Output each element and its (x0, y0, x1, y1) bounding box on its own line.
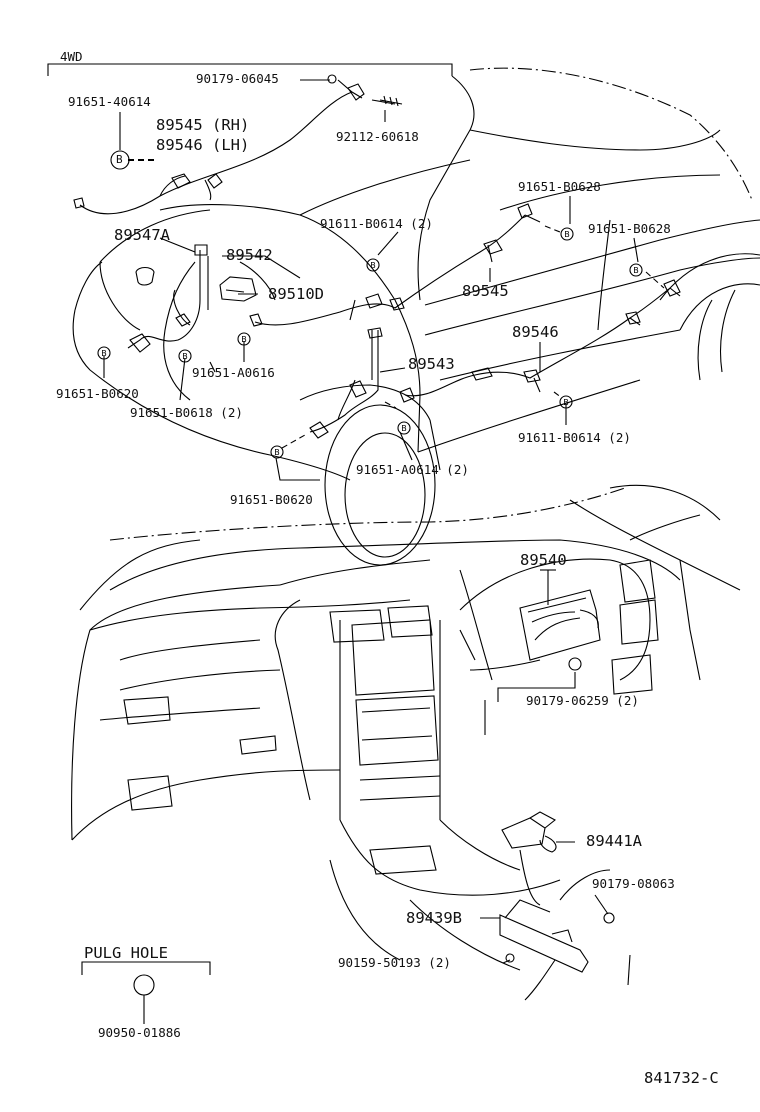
car-body-outline (72, 67, 760, 566)
part-label-90159-50193: 90159-50193 (2) (338, 955, 451, 970)
part-label-91651-b0628-a: 91651-B0628 (518, 179, 601, 194)
part-label-89542: 89542 (226, 246, 273, 264)
bolt-marker-glyph: B (274, 448, 280, 457)
part-label-91651-b0620-b: 91651-B0620 (230, 492, 313, 507)
bolt-marker-glyph: B (241, 335, 247, 344)
section-label-4wd: 4WD (60, 49, 83, 64)
bolt-marker-glyph: B (182, 352, 188, 361)
part-label-89547a: 89547A (114, 226, 170, 244)
part-label-89545-rh: 89545 (RH) (156, 116, 250, 134)
part-label-89439b: 89439B (406, 909, 462, 927)
part-label-90179-08063: 90179-08063 (592, 876, 675, 891)
part-label-89543: 89543 (408, 355, 455, 373)
control-unit-89540 (497, 569, 601, 702)
part-label-91611-b0614-a: 91611-B0614 (2) (320, 216, 433, 231)
part-label-89510d: 89510D (268, 285, 324, 303)
part-label-90179-06045: 90179-06045 (196, 71, 279, 86)
part-label-89540: 89540 (520, 551, 567, 569)
bolt-markers (97, 150, 643, 459)
section-bracket-4wd (47, 63, 453, 76)
part-label-89545: 89545 (462, 282, 509, 300)
dashboard-outline (71, 484, 741, 971)
part-label-89441a: 89441A (586, 832, 642, 850)
plug-hole-title: PULG HOLE (84, 944, 168, 962)
bolt-marker-b-label: B (116, 153, 123, 166)
part-label-90179-06259: 90179-06259 (2) (526, 693, 639, 708)
bolt-marker-glyph: B (633, 266, 639, 275)
part-label-91651-b0620-a: 91651-B0620 (56, 386, 139, 401)
part-label-91651-b0618: 91651-B0618 (2) (130, 405, 243, 420)
part-label-89546-lh: 89546 (LH) (156, 136, 250, 154)
part-label-91611-b0614-b: 91611-B0614 (2) (518, 430, 631, 445)
part-label-89546: 89546 (512, 323, 559, 341)
bolt-marker-glyph: B (563, 398, 569, 407)
drawing-number: 841732-C (644, 1069, 719, 1087)
part-label-91651-a0614: 91651-A0614 (2) (356, 462, 469, 477)
part-label-91651-a0616: 91651-A0616 (192, 365, 275, 380)
part-label-91651-40614: 91651-40614 (68, 94, 151, 109)
bolt-marker-glyph: B (101, 349, 107, 358)
bolt-marker-glyph: B (401, 424, 407, 433)
part-label-91651-b0628-b: 91651-B0628 (588, 221, 671, 236)
bolt-marker-glyph: B (370, 261, 376, 270)
sensor-components (73, 74, 681, 439)
plug-hole-callout (81, 961, 211, 1024)
plug-hole-part-number: 90950-01886 (98, 1025, 181, 1040)
sensor-89441a-and-bracket (480, 811, 631, 1001)
bolt-marker-glyph: B (564, 230, 570, 239)
part-label-92112-60618: 92112-60618 (336, 129, 419, 144)
